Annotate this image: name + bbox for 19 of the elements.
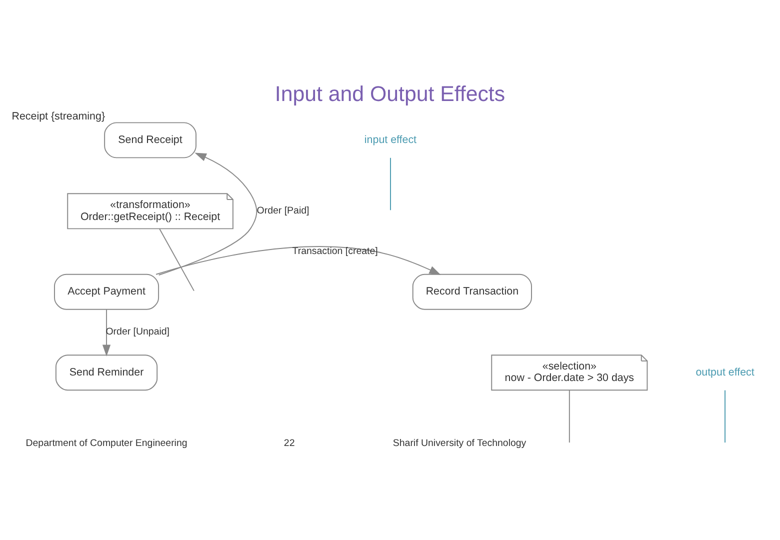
node-text: input effect [364,133,417,146]
node-box: Record Transaction [412,273,532,310]
edge-label: Order [Paid] [256,205,310,216]
label: Sharif University of Technology [392,438,526,449]
node-box: Send Receipt [104,122,196,158]
arrow [158,152,258,275]
connector [390,156,391,210]
arrow [156,246,441,274]
connector [568,389,570,443]
arrow [102,308,111,356]
node-label: Receipt {streaming} [12,110,106,122]
connector [159,228,194,291]
node-box: Send Reminder [55,354,158,390]
label: 22 [284,438,295,449]
connector [724,389,726,443]
node-text: output effect [696,366,754,378]
diagram-title: Input and Output Effects [274,81,506,106]
label: Department of Computer Engineering [26,438,188,449]
node-box: Accept Payment [54,273,160,310]
